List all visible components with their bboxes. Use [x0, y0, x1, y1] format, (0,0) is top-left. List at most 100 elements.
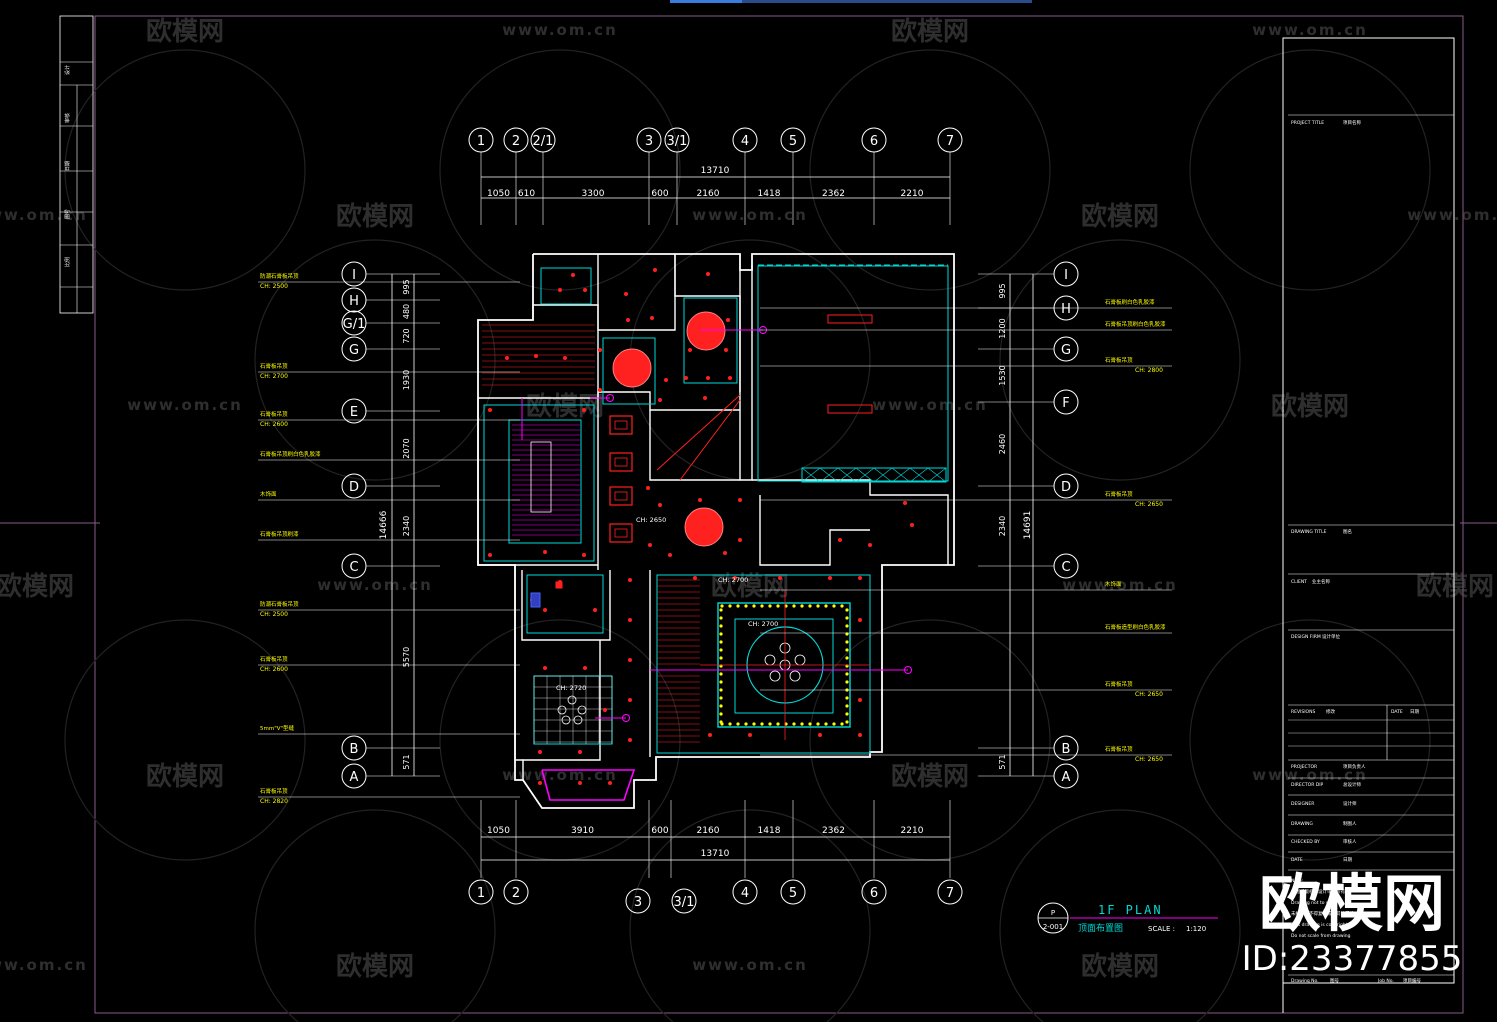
bay-window: [541, 769, 636, 801]
downlight: [650, 316, 654, 320]
grid-bubble-left-G-1-label: G/1: [343, 317, 366, 332]
downlight: [738, 538, 742, 542]
downlight: [583, 288, 587, 292]
dining-pendant: [567, 695, 577, 705]
dim-bottom-seg: 1050: [487, 826, 510, 836]
downlight: [571, 273, 575, 277]
downlight: [726, 318, 730, 322]
hall-ceiling-panel: [609, 415, 633, 435]
viewport-tab-strip: [670, 0, 1032, 3]
note-right-ch: CH: 2650: [1135, 691, 1163, 698]
margin-table-label: 设计: [64, 65, 71, 75]
downlight: [628, 658, 632, 662]
tb-date-label: DATE: [1391, 709, 1403, 715]
dim-left-total: 14666: [379, 510, 389, 539]
hall-ceiling-panel-inner: [614, 457, 628, 467]
grid-bubble-left-A-label: A: [350, 770, 359, 785]
watermark-site: www.om.cn: [692, 206, 808, 224]
note-left-label: 石膏板吊顶: [260, 655, 288, 663]
chandelier-light: [684, 507, 724, 547]
cove-dot: [719, 656, 723, 660]
cove-dot: [719, 616, 723, 620]
note-left-label: 石膏板吊顶: [260, 787, 288, 795]
watermark-logo: 欧模网: [146, 16, 224, 47]
watermark-site: www.om.cn: [0, 206, 88, 224]
downlight: [624, 292, 628, 296]
wall-mid: [478, 391, 740, 411]
cove-dot: [760, 722, 764, 726]
watermark-site: www.om.cn: [1252, 21, 1368, 39]
downlight: [724, 348, 728, 352]
downlight: [828, 576, 832, 580]
grid-bubble-right-F-label: F: [1062, 396, 1069, 411]
watermark-site: www.om.cn: [502, 766, 618, 784]
tb-client-label: CLIENT: [1291, 579, 1307, 585]
tb-design-firm-label: DESIGN FIRM: [1291, 634, 1321, 640]
dim-bottom-seg: 3910: [571, 826, 594, 836]
grid-bubble-bottom-7-label: 7: [946, 886, 954, 901]
grid-bubble-top-2-1-label: 2/1: [533, 134, 554, 149]
downlight: [668, 553, 672, 557]
dim-left-seg: 2340: [402, 516, 411, 536]
grid-bubble-left-B-label: B: [350, 742, 359, 757]
watermark-site: www.om.cn: [502, 21, 618, 39]
cove-dot: [744, 604, 748, 608]
grid-bubble-top-5-label: 5: [789, 134, 797, 149]
watermark-site: www.om.cn: [0, 956, 88, 974]
dim-bottom-total: 13710: [701, 849, 730, 859]
margin-table-label: 图号: [65, 209, 71, 219]
dim-left-seg: 995: [402, 279, 411, 294]
watermark-logo: 欧模网: [0, 571, 74, 602]
ceiling-garage: [757, 265, 949, 482]
downlight: [684, 376, 688, 380]
watermark-logo: 欧模网: [711, 571, 789, 602]
viewport-tab-active: [670, 0, 742, 3]
tb-drawing-no-label: Drawing No.: [1291, 978, 1319, 984]
watermark-arc: [64, 619, 306, 861]
tb-design-firm-value: 设计单位: [1322, 633, 1340, 640]
tb-note-line: This drawing is copyright: [1290, 922, 1348, 928]
wall-stair: [649, 410, 740, 481]
ceiling-bedroom: [483, 404, 595, 562]
tb-row-label: PROJECTOR: [1291, 764, 1317, 770]
watermark-site: www.om.cn: [1407, 206, 1497, 224]
cove-dot: [808, 722, 812, 726]
watermark-site: www.om.cn: [317, 576, 433, 594]
grid-bubble-bottom-4-label: 4: [741, 886, 749, 901]
plan-title: P 2-001 1F PLAN 顶面布置图 SCALE : 1:120: [1037, 902, 1218, 934]
grid-bubble-bottom-2: [503, 879, 529, 905]
watermark-logo: 欧模网: [526, 391, 604, 422]
grid-bubble-right-G-label: G: [1061, 343, 1071, 358]
margin-table-box: [59, 15, 94, 314]
cove-dot: [719, 712, 723, 716]
watermark-arc: [64, 49, 306, 291]
cove-dot: [845, 696, 849, 700]
downlight: [628, 618, 632, 622]
cove-dot: [760, 604, 764, 608]
downlight: [733, 576, 737, 580]
ceiling-living-inner: [734, 618, 834, 714]
cove-dot: [776, 604, 780, 608]
grid-bubble-bottom-1-label: 1: [477, 886, 485, 901]
watermark-arc: [1189, 49, 1431, 291]
downlight: [538, 750, 542, 754]
dim-bottom-seg: 1418: [758, 826, 781, 836]
downlight: [628, 578, 632, 582]
note-right-label: 木饰面: [1105, 580, 1122, 588]
cove-dot: [792, 722, 796, 726]
grid-bubble-right-C-label: C: [1061, 560, 1070, 575]
dim-left-seg: 720: [402, 328, 411, 343]
note-right-ch: CH: 2650: [1135, 501, 1163, 508]
dim-right-seg: 995: [998, 283, 1007, 298]
section-marker: [606, 394, 614, 402]
grid-bubble-left-E-label: E: [350, 405, 358, 420]
hall-ceiling-panel: [609, 486, 633, 506]
plan-title-bubble-top: P: [1051, 909, 1055, 917]
ceiling-pantry: [526, 574, 604, 634]
cove-dot: [736, 722, 740, 726]
tb-drawing-title-label: DRAWING TITLE: [1291, 529, 1327, 535]
downlight: [488, 553, 492, 557]
downlight: [778, 576, 782, 580]
watermark-id: ID:23377855: [1242, 939, 1463, 979]
downlight: [693, 576, 697, 580]
